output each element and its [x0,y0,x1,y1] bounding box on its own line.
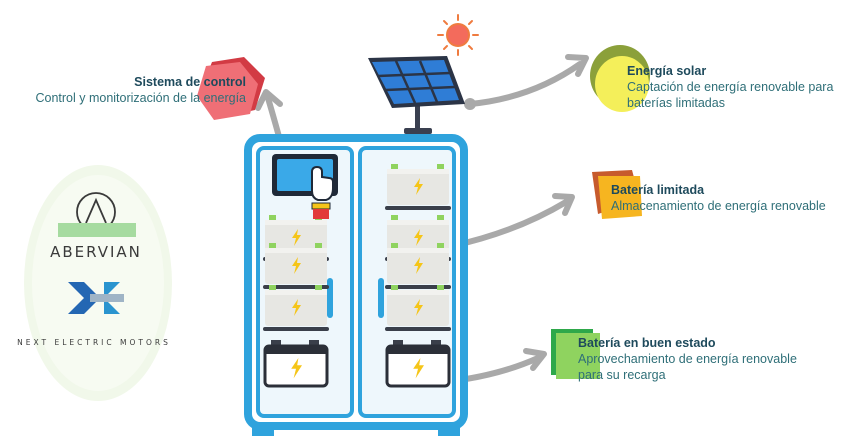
door-handle-left [327,278,333,318]
logo-backdrop [24,165,172,401]
control-screen-icon [272,154,338,219]
arrow-to-control-head [255,89,283,111]
battery-limited-right-3 [385,243,451,289]
battery-limited-left-4 [263,285,329,331]
solar-desc-1: Captación de energía renovable para [627,80,833,94]
arrow-dot-solar [464,98,476,110]
good-title: Batería en buen estado [578,336,716,350]
control-desc: Control y monitorización de la energía [35,91,246,105]
limited-title: Batería limitada [611,183,705,197]
battery-good-right [385,340,451,388]
good-desc-1: Aprovechamiento de energía renovable [578,352,797,366]
nem-wordmark: NEXT ELECTRIC MOTORS [17,338,171,347]
arrow-to-limited [449,199,569,249]
control-title: Sistema de control [134,75,246,89]
battery-limited-right-4 [385,285,451,331]
next-electric-motors-logo-icon [68,282,124,314]
battery-good-left [263,340,329,388]
arrow-to-solar-head [565,54,589,77]
good-desc-2: para su recarga [578,368,666,382]
arrow-to-limited-head [552,193,575,216]
solar-blob [590,45,650,112]
abervian-logo-icon [58,192,136,237]
limited-desc: Almacenamiento de energía renovable [611,199,826,213]
door-handle-right [378,278,384,318]
battery-limited-right-1 [385,164,451,210]
good-badge [551,329,600,379]
arrow-to-solar [467,61,583,107]
arrow-to-good-head [523,348,547,371]
solar-title: Energía solar [627,64,706,78]
solar-desc-2: baterías limitadas [627,96,725,110]
sun-icon [437,14,479,56]
control-hexagon [197,57,265,120]
abervian-wordmark: ABERVIAN [50,243,142,261]
battery-shelves [263,164,451,388]
battery-limited-left-3 [263,243,329,289]
solar-panel-icon [368,56,465,134]
limited-badge [592,170,642,219]
